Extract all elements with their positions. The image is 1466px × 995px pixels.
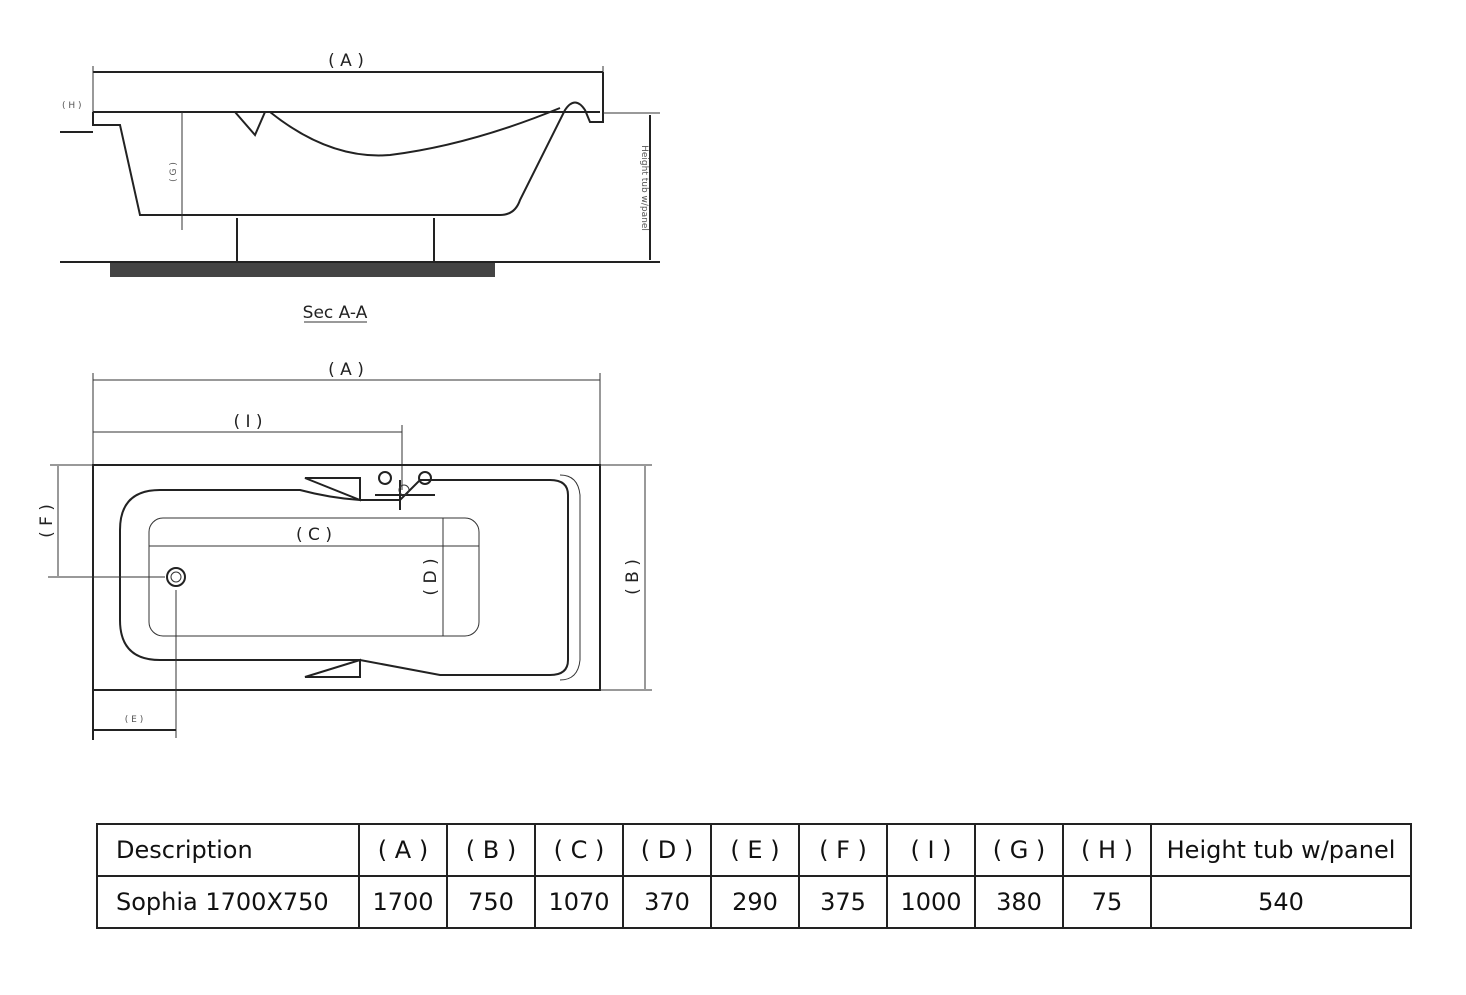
faucet-icon: [375, 471, 435, 510]
dimension-label-a: ( A ): [328, 360, 364, 380]
dimension-label-e: ( E ): [125, 715, 143, 725]
section-view: ( A ) ( G ) ( H ) Height tub w/panel Sec…: [60, 51, 660, 323]
header-g: ( G ): [974, 823, 1064, 877]
header-d: ( D ): [622, 823, 712, 877]
cell-f: 375: [798, 875, 888, 929]
header-i: ( I ): [886, 823, 976, 877]
dimension-label-g: ( G ): [169, 162, 179, 182]
header-a: ( A ): [358, 823, 448, 877]
drain-icon: [166, 567, 186, 587]
cell-g: 380: [974, 875, 1064, 929]
cell-e: 290: [710, 875, 800, 929]
dimension-label-i: ( I ): [233, 412, 262, 432]
floor-hatch: [110, 263, 495, 277]
header-b: ( B ): [446, 823, 536, 877]
cell-h: 75: [1062, 875, 1152, 929]
header-description: Description: [96, 823, 360, 877]
cell-c: 1070: [534, 875, 624, 929]
cell-b: 750: [446, 875, 536, 929]
cell-a: 1700: [358, 875, 448, 929]
dimension-label-c: ( C ): [296, 525, 332, 545]
dimensions-table: Description ( A ) ( B ) ( C ) ( D ) ( E …: [96, 823, 1412, 929]
cell-d: 370: [622, 875, 712, 929]
dimension-label-a: ( A ): [328, 51, 364, 71]
header-c: ( C ): [534, 823, 624, 877]
dimension-label-f: ( F ): [37, 504, 57, 538]
cell-height: 540: [1150, 875, 1412, 929]
header-h: ( H ): [1062, 823, 1152, 877]
header-f: ( F ): [798, 823, 888, 877]
header-e: ( E ): [710, 823, 800, 877]
cell-description: Sophia 1700X750: [96, 875, 360, 929]
dimension-label-b: ( B ): [623, 559, 643, 595]
dimension-label-h: ( H ): [62, 101, 82, 111]
plan-view: ( A ) ( I ) ( C ) ( D ) ( F ) ( B ) (: [37, 360, 652, 740]
height-tub-label: Height tub w/panel: [639, 145, 649, 231]
dimension-label-d: ( D ): [421, 558, 441, 595]
table-header-row: Description ( A ) ( B ) ( C ) ( D ) ( E …: [96, 823, 1412, 877]
cell-i: 1000: [886, 875, 976, 929]
header-height: Height tub w/panel: [1150, 823, 1412, 877]
section-caption: Sec A-A: [303, 303, 368, 323]
table-row: Sophia 1700X750 1700 750 1070 370 290 37…: [96, 875, 1412, 929]
